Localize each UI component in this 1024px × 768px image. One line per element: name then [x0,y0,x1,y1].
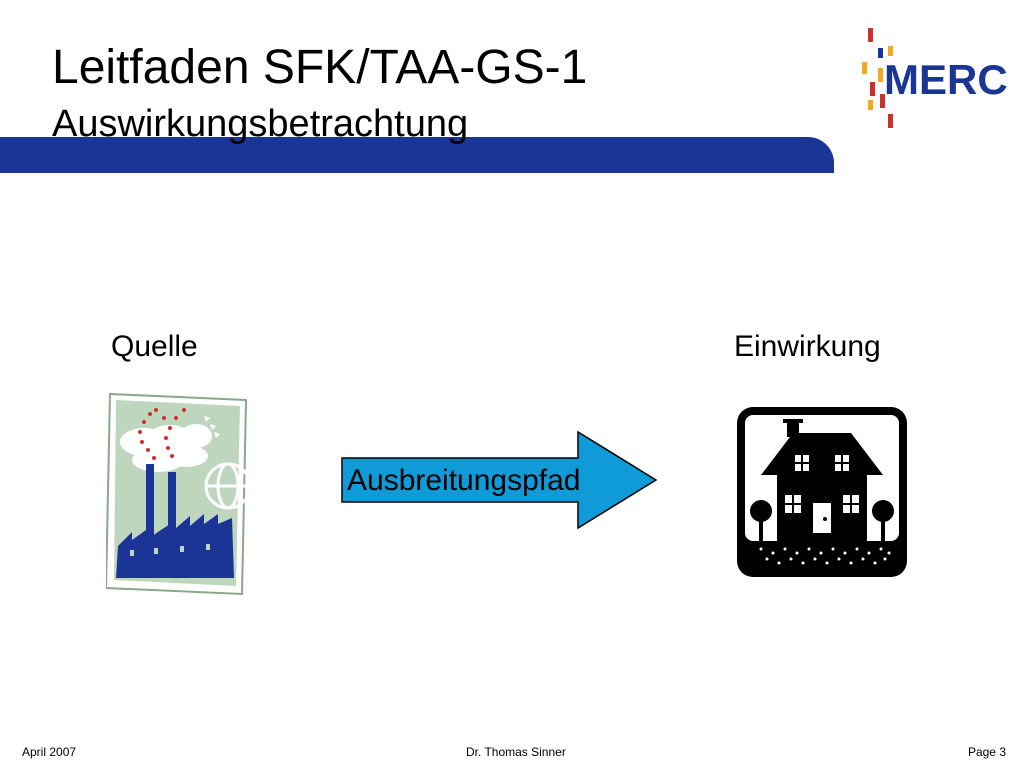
slide-title: Leitfaden SFK/TAA-GS-1 [52,41,588,94]
slide-subtitle: Auswirkungsbetrachtung [52,103,469,145]
source-label: Quelle [111,330,198,363]
footer-date: April 2007 [22,745,77,759]
footer-page-number: Page 3 [967,745,1006,759]
house-icon [737,407,907,577]
title-bar [0,137,834,173]
propagation-arrow [341,430,658,530]
factory-icon [106,392,250,596]
merck-logo: MERCK [862,28,1008,128]
brand-name: MERCK [884,56,1008,103]
path-label: Ausbreitungspfad [347,464,581,497]
target-label: Einwirkung [734,330,881,363]
footer-author: Dr. Thomas Sinner [466,745,566,759]
